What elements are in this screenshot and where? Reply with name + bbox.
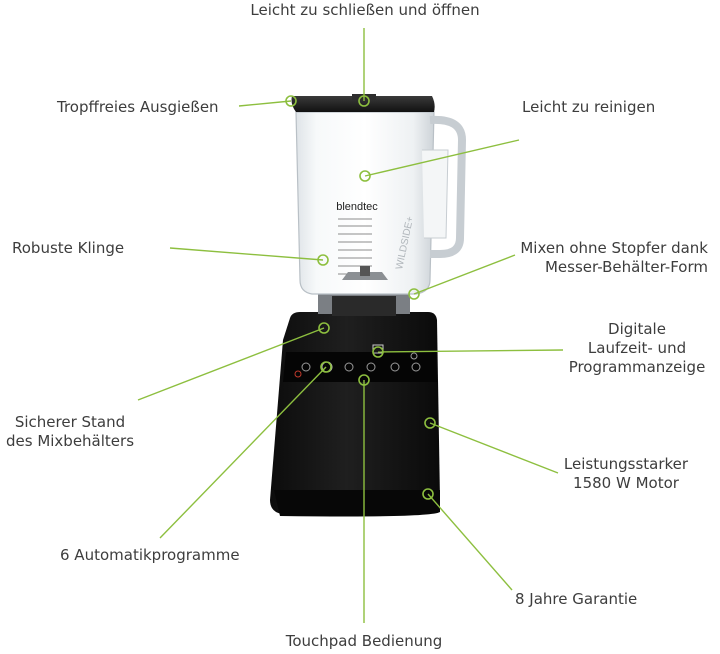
callout-programs: 6 Automatikprogramme	[60, 546, 240, 565]
jar	[295, 111, 467, 295]
callout-display-line-2: Laufzeit- und	[587, 339, 687, 357]
callout-motor-line-2: 1580 W Motor	[573, 474, 679, 492]
callout-dots	[285, 95, 436, 500]
callout-warranty-line-1: 8 Jahre Garantie	[515, 590, 638, 608]
callout-blade-line-1: Robuste Klinge	[12, 239, 125, 257]
callout-no-tamper: Mixen ohne Stopfer dank Messer-Behälter-…	[520, 239, 708, 277]
motor-base	[270, 312, 440, 517]
callout-touchpad-line-1: Touchpad Bedienung	[285, 632, 443, 650]
callout-no-tamper-line-1: Mixen ohne Stopfer dank	[520, 239, 708, 257]
callout-clean-line-1: Leicht zu reinigen	[522, 98, 656, 116]
callout-motor: Leistungsstarker 1580 W Motor	[548, 455, 704, 493]
callout-spout: Tropffreies Ausgießen	[57, 98, 219, 117]
callout-touchpad: Touchpad Bedienung	[262, 632, 466, 651]
callout-stand-line-1: Sicherer Stand	[14, 413, 126, 431]
callout-blade: Robuste Klinge	[12, 239, 124, 258]
callout-display-line-3: Programmanzeige	[568, 358, 706, 376]
touchpad-controls	[294, 344, 421, 378]
callout-stand-line-2: des Mixbehälters	[5, 432, 135, 450]
callout-motor-line-1: Leistungsstarker	[563, 455, 689, 473]
callout-lines	[137, 28, 564, 623]
callout-display-line-1: Digitale	[608, 320, 666, 338]
callout-stand: Sicherer Stand des Mixbehälters	[0, 413, 140, 451]
callout-display: Digitale Laufzeit- und Programmanzeige	[557, 320, 717, 377]
callout-clean: Leicht zu reinigen	[522, 98, 655, 117]
callout-lid: Leicht zu schließen und öffnen	[232, 1, 498, 20]
callout-programs-line-1: 6 Automatikprogramme	[60, 546, 240, 564]
callout-no-tamper-line-2: Messer-Behälter-Form	[544, 258, 708, 276]
callout-spout-line-1: Tropffreies Ausgießen	[57, 98, 219, 116]
callout-lid-line-1: Leicht zu schließen und öffnen	[250, 1, 480, 19]
jar-brand-text: blendtec	[336, 201, 378, 213]
callout-warranty: 8 Jahre Garantie	[515, 590, 637, 609]
